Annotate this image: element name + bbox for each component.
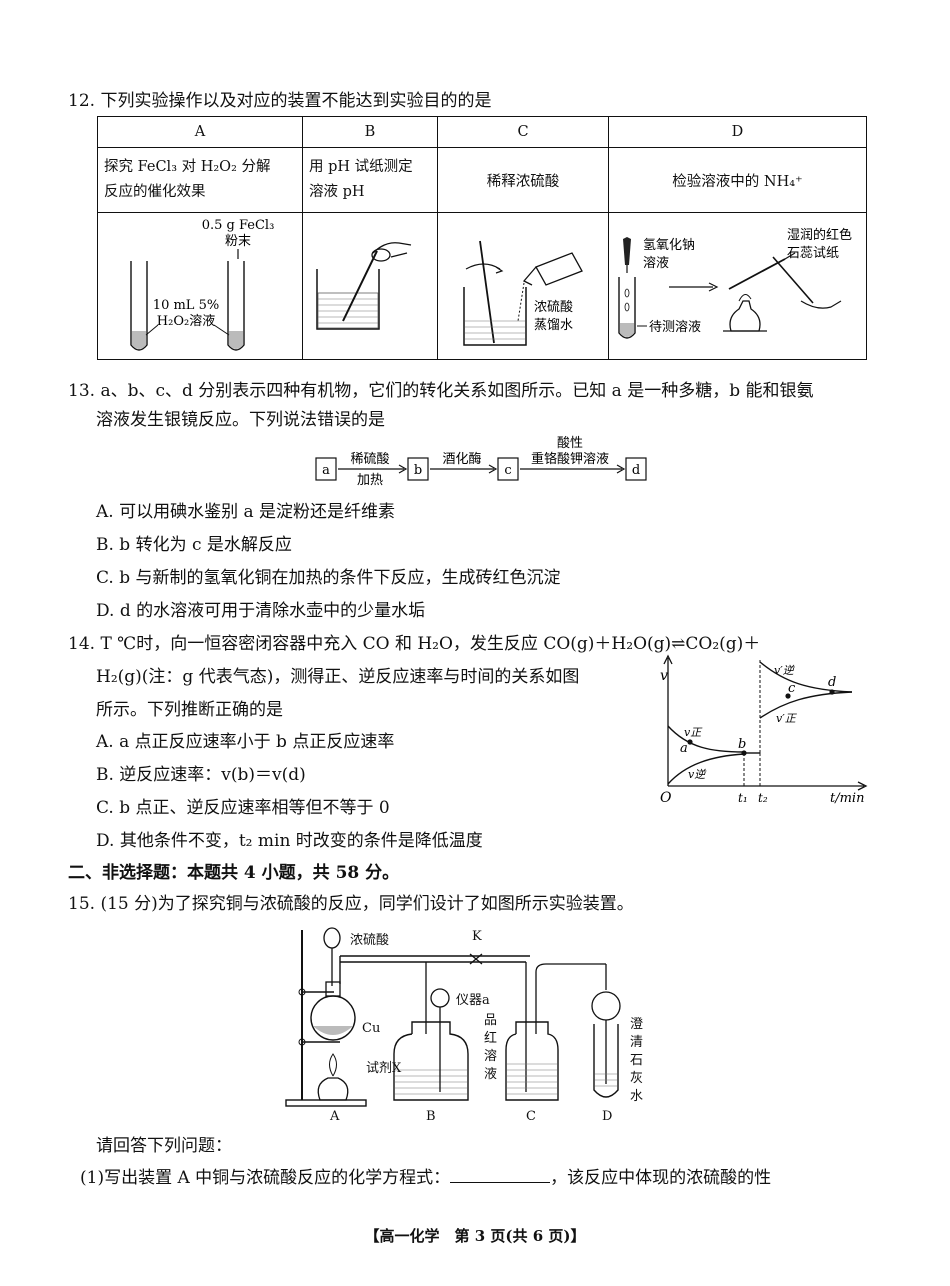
graph-label-a: a <box>680 741 688 756</box>
graph-x-label: t/min <box>830 791 864 806</box>
desc-d: 检验溶液中的 NH₄⁺ <box>608 147 867 213</box>
label-shui: 水 <box>630 1089 643 1104</box>
dilute-acid-figure: 浓硫酸 蒸馏水 <box>463 240 583 346</box>
q15-prompt: 请回答下列问题： <box>96 1136 232 1156</box>
fig-c-label-acid: 浓硫酸 <box>534 300 573 315</box>
label-rong: 溶 <box>484 1049 497 1064</box>
label-instrument-a: 仪器a <box>456 993 490 1008</box>
fig-d-label-sample: 待测溶液 <box>649 320 701 335</box>
flow-node-c: c <box>504 463 511 478</box>
fig-c-label-water: 蒸馏水 <box>534 318 573 333</box>
label-shi: 石 <box>630 1053 643 1068</box>
q15-stem: 15. (15 分)为了探究铜与浓硫酸的反应，同学们设计了如图所示实验装置。 <box>68 894 634 914</box>
rate-time-graph: v t/min O t₁ t₂ a b c d v正 v逆 v′逆 v′正 <box>660 654 868 806</box>
label-c: C <box>526 1109 536 1124</box>
graph-t2-label: t₂ <box>758 791 768 805</box>
graph-label-d: d <box>828 675 836 690</box>
beaker-ph-figure <box>316 242 412 330</box>
graph-label-vz2: v′正 <box>776 712 798 725</box>
answer-blank[interactable] <box>450 1167 551 1183</box>
fig-a-cell: 0.5 g FeCl₃ 粉末 10 mL 5% H₂O₂溶液 <box>97 212 303 360</box>
q14-stem-2: H₂(g)(注：g 代表气态)，测得正、逆反应速率与时间的关系如图 <box>96 667 580 687</box>
label-cheng: 澄 <box>630 1017 643 1032</box>
point-a <box>687 739 693 745</box>
q14-option-d: D. 其他条件不变，t₂ min 时改变的条件是降低温度 <box>96 831 483 851</box>
label-hui: 灰 <box>630 1071 643 1086</box>
q14-option-a: A. a 点正反应速率小于 b 点正反应速率 <box>96 732 395 752</box>
label-d: D <box>602 1109 612 1124</box>
apparatus-figure: 浓硫酸 Cu A K 仪器a 试剂X B <box>285 927 643 1124</box>
label-reagent-x: 试剂X <box>366 1061 402 1076</box>
col-d-header: D <box>608 116 867 148</box>
col-b-header: B <box>302 116 438 148</box>
desc-b: 用 pH 试纸测定溶液 pH <box>302 147 438 213</box>
q13-flow-diagram: a 稀硫酸 加热 b 酒化酶 c 酸性 重铬酸钾溶液 d <box>315 436 647 488</box>
page-footer: 【高一化学 第 3 页(共 6 页)】 <box>364 1227 586 1245</box>
flow-r1-bottom: 加热 <box>357 473 383 488</box>
flow-r3-top1: 酸性 <box>557 436 583 451</box>
flow-node-a: a <box>322 463 330 478</box>
point-d <box>829 689 835 695</box>
label-hong: 红 <box>484 1030 497 1046</box>
flow-node-d: d <box>632 463 640 478</box>
col-a-header: A <box>97 116 303 148</box>
fig-a-label-volume: 10 mL 5% <box>153 298 219 313</box>
q14-stem-3: 所示。下列推断正确的是 <box>96 700 283 720</box>
flow-node-b: b <box>414 463 422 478</box>
flow-r1-top: 稀硫酸 <box>350 452 389 467</box>
q14-option-b: B. 逆反应速率：v(b)＝v(d) <box>96 765 306 785</box>
q13-stem-2: 溶液发生银镜反应。下列说法错误的是 <box>96 410 385 430</box>
graph-label-b: b <box>738 737 746 752</box>
fig-a-label-fecl3: 0.5 g FeCl₃ <box>202 218 275 233</box>
label-cu: Cu <box>362 1021 380 1036</box>
graph-label-vn: v逆 <box>688 768 707 781</box>
q13-stem-1: 13. a、b、c、d 分别表示四种有机物，它们的转化关系如图所示。已知 a 是… <box>68 381 814 401</box>
label-b: B <box>426 1109 436 1124</box>
ammonium-test-figure: 氢氧化钠 溶液 待测溶液 湿润的红色 石蕊试纸 <box>618 227 852 339</box>
q14-stem-1: 14. T ℃时，向一恒容密闭容器中充入 CO 和 H₂O，发生反应 CO(g)… <box>68 634 761 654</box>
label-pin: 品 <box>484 1013 497 1028</box>
label-acid: 浓硫酸 <box>350 933 389 948</box>
graph-label-c: c <box>788 681 796 696</box>
graph-t1-label: t₁ <box>738 791 748 805</box>
label-ye: 液 <box>484 1067 497 1082</box>
graph-y-label: v <box>660 668 668 684</box>
label-a: A <box>329 1109 340 1124</box>
fig-a-label-powder: 粉末 <box>225 234 251 249</box>
col-c-header: C <box>437 116 609 148</box>
label-qing: 清 <box>630 1035 643 1050</box>
q13-option-a: A. 可以用碘水鉴别 a 是淀粉还是纤维素 <box>96 502 396 522</box>
fig-d-label-naoh2: 溶液 <box>643 256 669 271</box>
graph-origin: O <box>660 790 672 806</box>
flow-r3-top2: 重铬酸钾溶液 <box>531 451 609 467</box>
section-2-heading: 二、非选择题：本题共 4 小题，共 58 分。 <box>68 863 400 883</box>
q12-table: A B C D 探究 FeCl₃ 对 H₂O₂ 分解反应的催化效果 用 pH 试… <box>97 116 867 360</box>
fig-a-label-h2o2: H₂O₂溶液 <box>157 314 215 329</box>
fig-b-cell <box>302 212 438 360</box>
graph-label-vz: v正 <box>684 726 703 739</box>
point-c <box>785 693 791 699</box>
fig-d-cell: 氢氧化钠 溶液 待测溶液 湿润的红色 石蕊试纸 <box>608 212 867 360</box>
fig-d-label-paper2: 石蕊试纸 <box>787 246 839 261</box>
q13-option-b: B. b 转化为 c 是水解反应 <box>96 535 292 555</box>
q14-option-c: C. b 点正、逆反应速率相等但不等于 0 <box>96 798 390 818</box>
desc-c: 稀释浓硫酸 <box>437 147 609 213</box>
q13-option-d: D. d 的水溶液可用于清除水壶中的少量水垢 <box>96 601 426 621</box>
flow-r2-top: 酒化酶 <box>442 451 481 467</box>
fig-c-cell: 浓硫酸 蒸馏水 <box>437 212 609 360</box>
graph-label-vn2: v′逆 <box>774 664 796 677</box>
q12-stem: 12. 下列实验操作以及对应的装置不能达到实验目的的是 <box>68 91 492 111</box>
desc-a: 探究 FeCl₃ 对 H₂O₂ 分解反应的催化效果 <box>97 147 303 213</box>
point-b <box>741 750 747 756</box>
q13-option-c: C. b 与新制的氢氧化铜在加热的条件下反应，生成砖红色沉淀 <box>96 568 561 588</box>
fig-d-label-paper1: 湿润的红色 <box>787 227 852 243</box>
q15-sub-1: (1)写出装置 A 中铜与浓硫酸反应的化学方程式：，该反应中体现的浓硫酸的性 <box>80 1167 772 1188</box>
label-k: K <box>472 929 482 944</box>
fig-d-label-naoh1: 氢氧化钠 <box>643 238 695 253</box>
test-tubes-figure: 0.5 g FeCl₃ 粉末 10 mL 5% H₂O₂溶液 <box>130 218 275 351</box>
